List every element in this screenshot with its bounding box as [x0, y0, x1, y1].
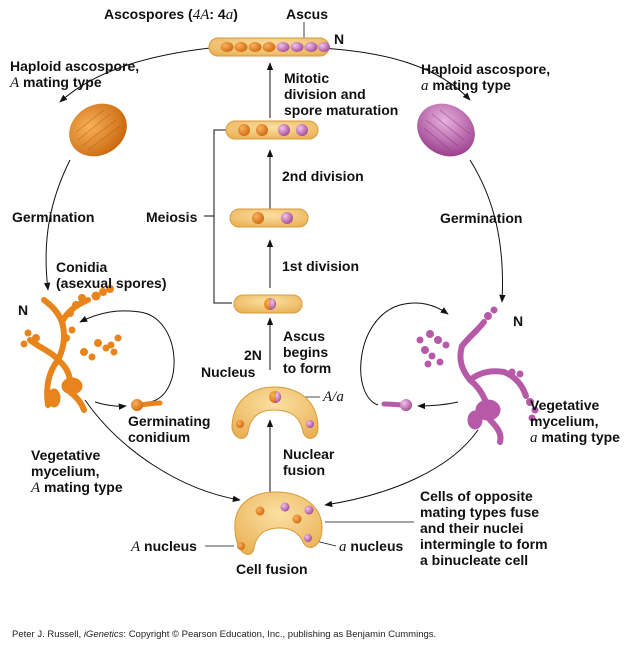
ploidy-n-right: N [513, 313, 524, 329]
arrow-veg-A-to-fusion [84, 399, 241, 502]
mycelium-a [416, 306, 539, 445]
ascospores-label: Ascospores (4A: 4a) [104, 6, 238, 23]
haploid-A-label: Haploid ascospore,A mating type [10, 58, 140, 91]
germinating-conidium-A [131, 399, 163, 411]
arrow-conidia-loop-left [79, 310, 175, 403]
conidia-label: Conidia(asexual spores) [56, 259, 167, 291]
ascus-label: Ascus [286, 6, 329, 22]
arrow-germination-A [43, 159, 71, 291]
haploid-a-label: Haploid ascospore,a mating type [421, 61, 551, 94]
diploid-genotype-label: A/a [323, 389, 344, 405]
ascus-four-nuclei [225, 120, 319, 140]
arrow-germination-a [469, 159, 506, 303]
arrow-ascus-to-spore-a [319, 47, 471, 101]
first-division-label: 1st division [282, 258, 360, 274]
mycelium-A [20, 285, 122, 413]
copyright-credit: Peter J. Russell, iGenetics: Copyright ©… [12, 629, 437, 640]
ascus-young [233, 294, 303, 314]
arrow-ascus-to-spore-A [59, 47, 211, 103]
second-division-label: 2nd division [282, 168, 364, 184]
germinating-conidium-a [381, 399, 412, 411]
nucleus-label: Nucleus [201, 364, 256, 380]
A-nucleus-label: A nucleus [131, 538, 197, 555]
meiosis-label: Meiosis [146, 209, 198, 225]
ascus-two-nuclei [229, 208, 309, 228]
mature-ascus [208, 37, 330, 57]
two-n-label: 2N [244, 347, 262, 363]
binucleate-hook-cell [231, 386, 319, 439]
cell-fusion-cell [234, 491, 323, 555]
germination-left-label: Germination [12, 209, 95, 225]
arrow-conidia-loop-right [360, 302, 449, 406]
arrow-veg-a-to-fusion [324, 429, 479, 508]
ascospore-A [69, 103, 127, 157]
cell-fusion-label: Cell fusion [236, 561, 308, 577]
a-nucleus-label: a nucleus [339, 538, 404, 555]
arrow-germinating-to-veg-left [94, 401, 127, 410]
germination-right-label: Germination [440, 210, 523, 226]
ploidy-n-top: N [334, 31, 345, 47]
arrow-germinating-to-veg-right [417, 401, 459, 410]
meiosis-bracket [213, 129, 232, 304]
ascospore-a [417, 103, 475, 157]
ploidy-n-left: N [18, 302, 29, 318]
